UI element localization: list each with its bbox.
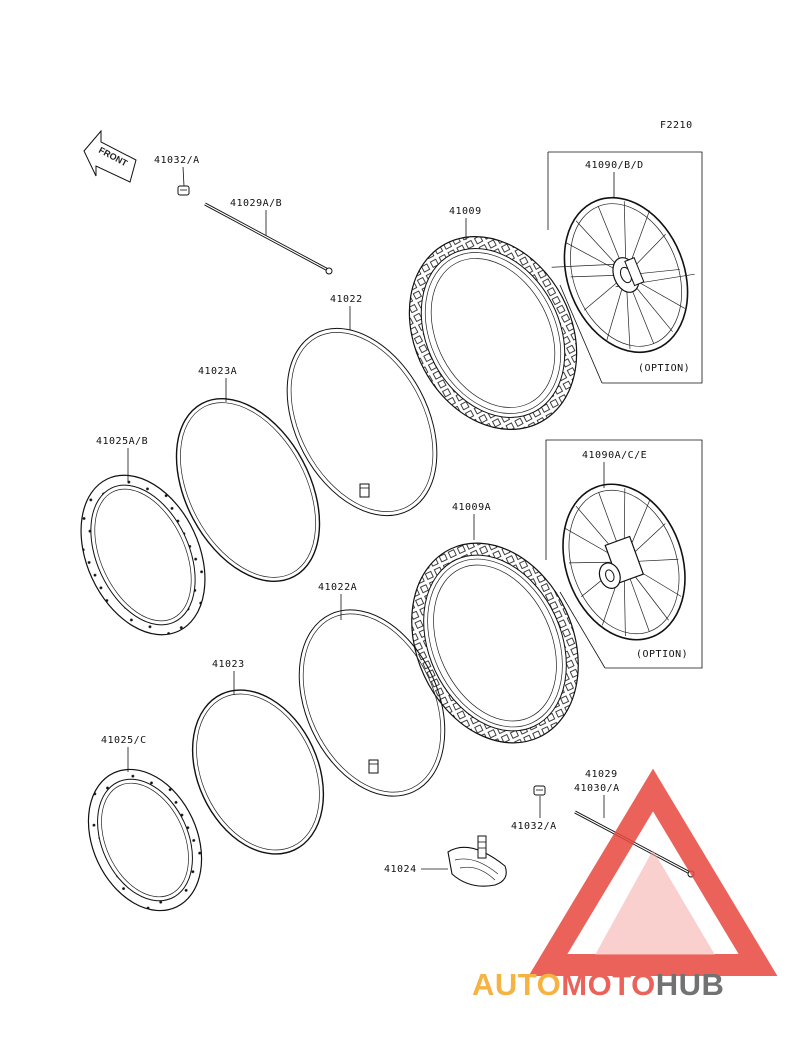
- label-41022a: 41022A: [318, 582, 357, 593]
- label-41029: 41029: [585, 769, 618, 780]
- logo-moto: MOTO: [561, 967, 655, 1002]
- label-41090ace: 41090A/C/E: [582, 450, 647, 461]
- label-41090bd: 41090/B/D: [585, 160, 644, 171]
- label-41030a: 41030/A: [574, 783, 620, 794]
- label-41032a-top: 41032/A: [154, 155, 200, 166]
- nut-41032a-top: 41032/A: [154, 155, 200, 196]
- front-arrow-icon: FRONT: [83, 129, 137, 183]
- option-label-2: (OPTION): [636, 649, 688, 660]
- wheel-41090ace-option: 41090A/C/E (OPTION): [545, 439, 703, 669]
- label-41029ab: 41029A/B: [230, 198, 282, 209]
- tube-41022a: 41022A: [298, 582, 446, 797]
- tire-41009: 41009: [408, 206, 603, 431]
- automotohub-logo: AUTOMOTOHUB: [472, 768, 778, 1002]
- rim-41025ab: 41025A/B: [80, 436, 206, 636]
- tire-41009a: 41009A: [411, 502, 606, 744]
- rim-lock-41024: 41024: [384, 835, 507, 887]
- rim-41025c: 41025/C: [87, 735, 203, 912]
- rim-band-41023a: 41023A: [175, 366, 321, 582]
- label-41032a-bottom: 41032/A: [511, 821, 557, 832]
- label-41025c: 41025/C: [101, 735, 147, 746]
- logo-hub: HUB: [656, 967, 725, 1002]
- label-41024: 41024: [384, 864, 417, 875]
- nut-41032a-bottom: 41032/A: [511, 785, 557, 832]
- label-41025ab: 41025A/B: [96, 436, 148, 447]
- rim-band-41023: 41023: [191, 659, 325, 855]
- wheel-41090bd-option: 41090/B/D (OPTION): [547, 151, 703, 384]
- option-label-1: (OPTION): [638, 363, 690, 374]
- label-41023a: 41023A: [198, 366, 237, 377]
- label-41022: 41022: [330, 294, 363, 305]
- logo-auto: AUTO: [472, 967, 561, 1002]
- label-41009: 41009: [449, 206, 482, 217]
- label-41023: 41023: [212, 659, 245, 670]
- spoke-41029ab: 41029A/B: [204, 198, 333, 275]
- svg-text:AUTOMOTOHUB: AUTOMOTOHUB: [472, 967, 724, 1002]
- figure-code: F2210: [660, 120, 693, 131]
- label-41009a: 41009A: [452, 502, 491, 513]
- tube-41022: 41022: [286, 294, 438, 517]
